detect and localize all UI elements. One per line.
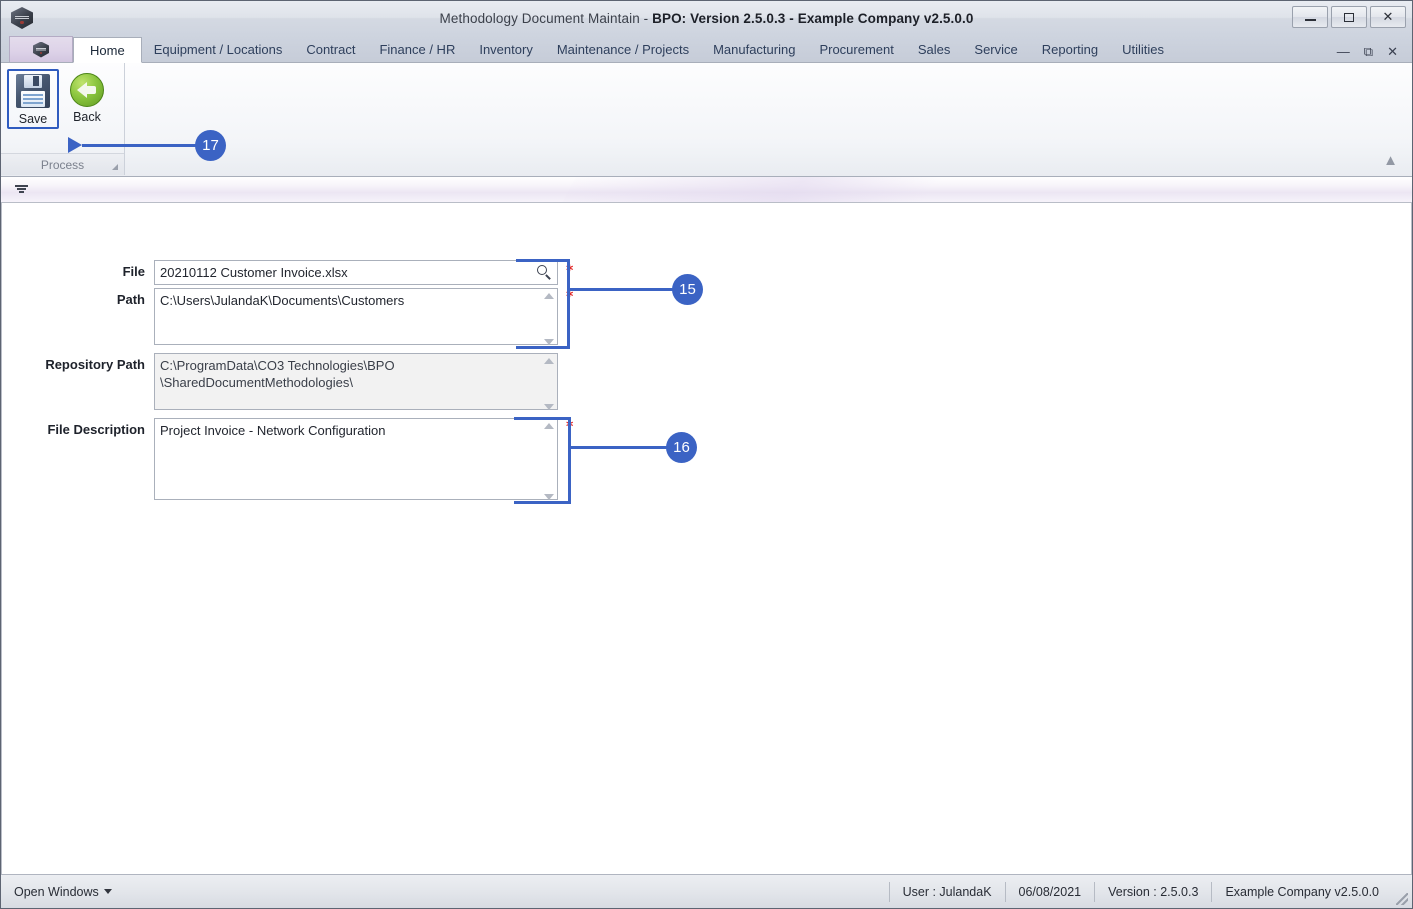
search-magnifier-icon[interactable] — [536, 264, 552, 280]
tab-home[interactable]: Home — [73, 37, 142, 63]
tab-equipment-locations[interactable]: Equipment / Locations — [153, 41, 283, 57]
chevron-up-icon[interactable]: ▲ — [1383, 152, 1398, 169]
form-row-file: File * — [2, 260, 573, 285]
tab-reporting[interactable]: Reporting — [1041, 41, 1099, 57]
form-row-repository-path: Repository Path — [2, 353, 558, 415]
tab-sales[interactable]: Sales — [917, 41, 951, 57]
annotation-17-leader — [82, 144, 200, 147]
tab-utilities[interactable]: Utilities — [1122, 41, 1165, 57]
ribbon-body: Save Back Process ▲ — [1, 63, 1412, 177]
status-company: Example Company v2.5.0.0 — [1211, 881, 1392, 902]
application-menu-button[interactable] — [9, 36, 73, 62]
ribbon-group-buttons: Save Back — [1, 63, 124, 153]
file-description-required-marker: * — [566, 419, 574, 435]
tab-finance-hr[interactable]: Finance / HR — [379, 41, 456, 57]
file-field-wrap: * — [154, 260, 573, 285]
ribbon-tab-strip: Home Equipment / Locations Contract Fina… — [1, 35, 1412, 63]
filter-funnel-icon[interactable] — [15, 184, 28, 196]
status-date: 06/08/2021 — [1004, 881, 1095, 902]
annotation-badge-15: 15 — [672, 274, 703, 305]
tab-manufacturing[interactable]: Manufacturing — [713, 41, 796, 57]
file-description-label: File Description — [47, 422, 145, 437]
resize-grip-icon[interactable] — [1396, 893, 1408, 905]
annotation-badge-16: 16 — [666, 432, 697, 463]
window-controls: ✕ — [1292, 6, 1406, 28]
title-bar: Methodology Document Maintain - BPO: Ver… — [1, 1, 1412, 35]
annotation-badge-17: 17 — [195, 130, 226, 161]
tab-inventory[interactable]: Inventory — [479, 41, 533, 57]
ribbon-empty-area: ▲ — [125, 63, 1412, 176]
ribbon-group-label: Process — [40, 157, 85, 172]
document-window-controls: — ⧉ ✕ — [1337, 45, 1412, 62]
open-windows-label: Open Windows — [14, 884, 99, 899]
maximize-button[interactable] — [1331, 6, 1367, 28]
path-field-wrap: * — [154, 288, 573, 350]
tab-procurement[interactable]: Procurement — [819, 41, 894, 57]
back-button[interactable]: Back — [61, 69, 113, 127]
window-title-secondary: BPO: Version 2.5.0.3 - Example Company v… — [652, 10, 974, 26]
window-title: Methodology Document Maintain - BPO: Ver… — [1, 11, 1412, 26]
filter-toolbar-strip — [1, 177, 1412, 203]
document-restore-icon[interactable]: ⧉ — [1363, 44, 1374, 59]
file-label: File — [122, 264, 145, 279]
save-button[interactable]: Save — [7, 69, 59, 129]
window-title-primary: Methodology Document Maintain - — [439, 10, 653, 26]
tab-maintenance-projects[interactable]: Maintenance / Projects — [556, 41, 690, 57]
repository-path-label: Repository Path — [45, 357, 145, 372]
ribbon-group-footer: Process — [1, 153, 124, 175]
annotation-16-leader — [570, 446, 669, 449]
document-close-icon[interactable]: ✕ — [1387, 44, 1398, 59]
annotation-15-leader — [570, 288, 674, 291]
status-bar-right: User : JulandaK 06/08/2021 Version : 2.5… — [888, 881, 1392, 903]
annotation-17-arrowhead — [68, 137, 82, 153]
file-required-marker: * — [566, 263, 574, 279]
status-user: User : JulandaK — [888, 881, 1005, 902]
open-windows-button[interactable]: Open Windows — [1, 885, 112, 899]
tab-service[interactable]: Service — [974, 41, 1018, 57]
ribbon-group-process: Save Back Process — [1, 63, 125, 175]
form-canvas: File * Path * Repository — [1, 203, 1412, 874]
document-minimize-icon[interactable]: — — [1336, 44, 1350, 59]
repository-path-textarea[interactable] — [154, 353, 558, 410]
path-required-marker: * — [566, 289, 574, 305]
save-floppy-icon — [15, 73, 51, 109]
hex-logo-icon — [31, 40, 51, 60]
dialog-launcher-icon[interactable] — [112, 164, 118, 170]
form-row-path: Path * — [2, 288, 573, 350]
file-description-textarea[interactable] — [154, 418, 558, 500]
save-button-label: Save — [18, 112, 48, 126]
status-bar: Open Windows User : JulandaK 06/08/2021 … — [1, 874, 1412, 908]
back-button-label: Back — [73, 110, 101, 124]
minimize-button[interactable] — [1292, 6, 1328, 28]
file-input[interactable] — [154, 260, 558, 285]
app-logo-icon — [9, 5, 35, 31]
tab-contract[interactable]: Contract — [306, 41, 356, 57]
path-textarea[interactable] — [154, 288, 558, 345]
close-button[interactable]: ✕ — [1370, 6, 1406, 28]
file-description-field-wrap: * — [154, 418, 573, 505]
form-row-file-description: File Description * — [2, 418, 573, 505]
repository-path-field-wrap — [154, 353, 558, 415]
back-arrow-icon — [70, 73, 104, 107]
status-version: Version : 2.5.0.3 — [1094, 881, 1211, 902]
path-label: Path — [116, 292, 145, 307]
caret-down-icon — [103, 889, 112, 894]
